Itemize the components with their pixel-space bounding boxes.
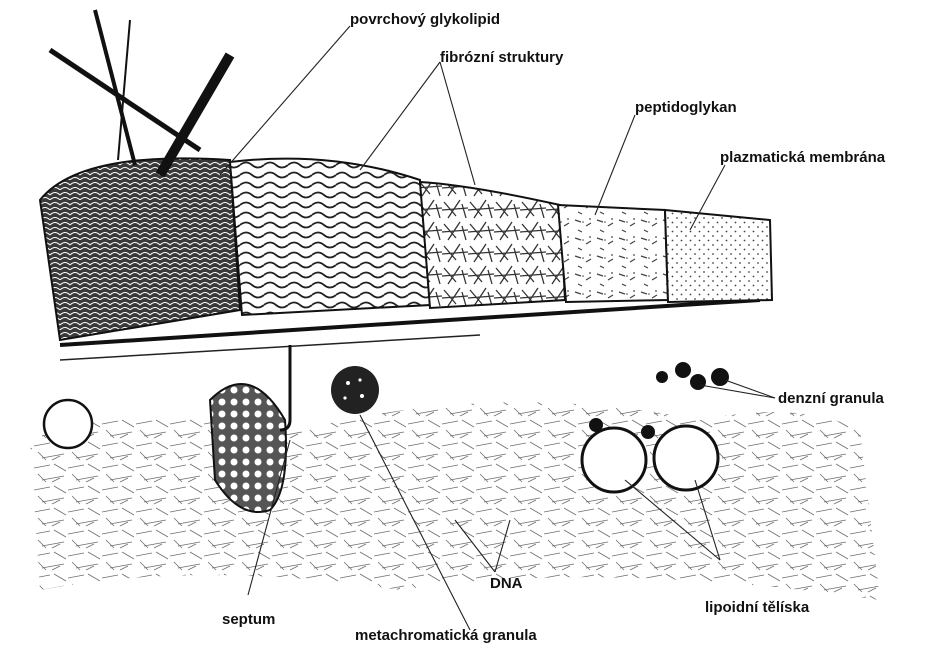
label-lipid-bodies: lipoidní tělíska <box>705 599 810 616</box>
peptidoglycan-layer <box>558 205 668 302</box>
label-fibrous-structures: fibrózní struktury <box>440 49 564 66</box>
label-metachromatic-granule: metachromatická granula <box>355 627 537 644</box>
label-plasma-membrane: plazmatická membrána <box>720 149 886 166</box>
label-dna: DNA <box>490 575 523 592</box>
cytoplasm <box>30 402 880 600</box>
surface-glycolipid-layer <box>40 158 240 340</box>
plasma-membrane-layer <box>665 210 772 302</box>
fibrous-structures-layer <box>420 182 565 308</box>
label-dense-granules: denzní granula <box>778 390 885 407</box>
septum <box>210 345 290 512</box>
metachromatic-granule <box>331 366 379 414</box>
label-surface-glycolipid: povrchový glykolipid <box>350 11 500 28</box>
wavy-fiber-layer <box>230 159 430 315</box>
label-peptidoglycan: peptidoglykan <box>635 99 737 116</box>
label-septum: septum <box>222 611 275 628</box>
glycolipid-spikes <box>50 10 230 175</box>
vacuole-left <box>44 400 92 448</box>
